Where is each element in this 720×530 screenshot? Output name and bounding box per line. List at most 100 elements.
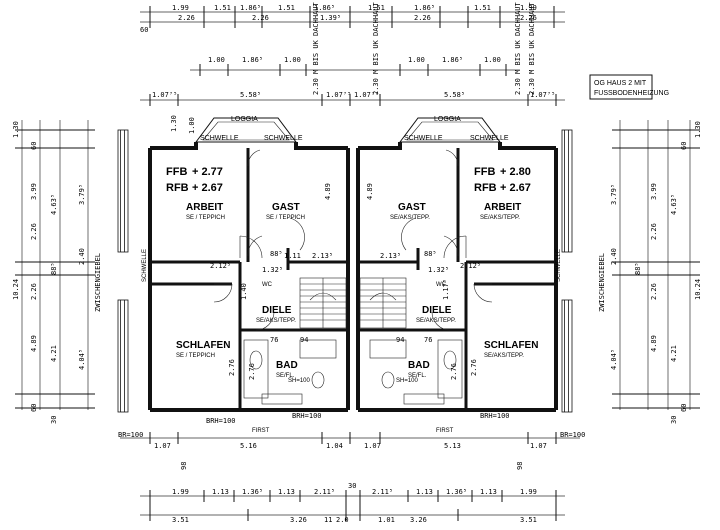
room-schlafen-left: SCHLAFEN — [176, 340, 230, 351]
room-bad-left-sub: SE/FL. — [276, 373, 295, 379]
loggia-right-label: LOGGIA — [434, 116, 461, 123]
top-dim-misc-60: 60 — [140, 26, 148, 34]
left-dim-4: 4.63⁵ — [50, 194, 58, 215]
right-dim-10: 2.26 — [650, 283, 658, 300]
bottom-r5-4: 2.0 — [336, 516, 349, 524]
room-arbeit-right: ARBEIT — [484, 202, 521, 213]
room-diele-right-sub: SE/AKS/TEPP. — [416, 318, 456, 324]
right-dim-1: 1.30 — [694, 121, 702, 138]
bottom-r4-6: 30 — [348, 482, 356, 490]
left-dim-9: 88⁵ — [50, 262, 58, 275]
ffb-right-value: + 2.80 — [500, 166, 531, 178]
top-dim-misc-130: 1.30 — [170, 115, 178, 132]
bottom-r4-2: 1.13 — [212, 488, 229, 496]
room-diele-left: DIELE — [262, 305, 292, 316]
bottom-br-5: BR=100 — [560, 431, 585, 439]
right-dim-3: 3.79⁵ — [610, 184, 618, 205]
int-dim-17: 94 — [300, 336, 308, 344]
top-dim-r2-2: 2.26 — [252, 14, 269, 22]
vertical-note-4: 2.30 M BIS UK DACHHAUT — [528, 1, 536, 95]
right-dim-2: 60 — [680, 142, 688, 150]
loggia-left: LOGGIA SCHWELLE SCHWELLE — [195, 116, 303, 143]
right-dim-12: 4.21 — [670, 345, 678, 362]
left-dimension-chains: 1.30 60 3.99 4.63⁵ 3.79⁵ 2.26 2.40 10.24… — [12, 120, 102, 424]
loggia-left-label: LOGGIA — [231, 116, 258, 123]
room-arbeit-right-sub: SE/AKS/TEPP. — [480, 215, 520, 221]
bottom-br-1: BR=100 — [118, 431, 143, 439]
bottom-r5-5: 1.01 — [378, 516, 395, 524]
schwelle-left-b: SCHWELLE — [264, 135, 303, 142]
bottom-r4-9: 1.36⁵ — [446, 488, 467, 496]
int-dim-14: 2.76 — [470, 359, 478, 376]
room-bad-right-sub: SE/FL. — [408, 373, 427, 379]
room-gast-left-sub: SE / TEPPICH — [266, 215, 305, 221]
right-dim-13: 4.04⁵ — [610, 349, 618, 370]
door-swings — [213, 149, 493, 331]
rfb-right-value: + 2.67 — [500, 182, 531, 194]
right-zwischengiebel: ZWISCHENGIEBEL — [598, 253, 606, 312]
right-dim-14: 60 — [680, 404, 688, 412]
room-wc-left: WC — [262, 282, 273, 288]
right-dim-4: 3.99 — [650, 183, 658, 200]
bottom-first-left: FIRST — [252, 428, 270, 434]
bottom-r2-1: 1.07 — [154, 442, 171, 450]
top-dim-r4-1: 1.07⁷⁵ — [152, 91, 177, 99]
int-dim-8: 2.13⁵ — [380, 252, 401, 260]
left-dim-14: 60 — [30, 404, 38, 412]
bottom-r5-2: 3.26 — [290, 516, 307, 524]
left-dim-2: 60 — [30, 142, 38, 150]
schwelle-side-right: SCHWELLE — [556, 249, 562, 282]
outer-walls — [148, 142, 558, 412]
bottom-r4-7: 2.11⁵ — [372, 488, 393, 496]
ffb-left-value: + 2.77 — [192, 166, 223, 178]
top-dim-3: 1.86⁵ — [240, 4, 261, 12]
top-dim-r4-5: 5.58⁵ — [444, 91, 465, 99]
int-dim-9: 88⁵ — [424, 250, 437, 258]
right-dimension-chains: 1.30 60 3.79⁵ 3.99 4.63⁵ 2.40 2.26 10.24… — [598, 120, 702, 424]
left-zwischengiebel: ZWISCHENGIEBEL — [94, 253, 102, 312]
bottom-r5-1: 3.51 — [172, 516, 189, 524]
bottom-sh-right: SH=100 — [396, 378, 419, 384]
note-line-1: OG HAUS 2 MIT — [594, 80, 647, 87]
note-line-2: FUSSBODENHEIZUNG — [594, 90, 669, 97]
vertical-note-3: 2.30 M BIS UK DACHHAUT — [514, 1, 522, 95]
top-dim-7: 1.86⁵ — [414, 4, 435, 12]
bottom-r5-7: 3.51 — [520, 516, 537, 524]
bottom-sh-left: SH=100 — [288, 378, 311, 384]
bottom-r5-6: 3.26 — [410, 516, 427, 524]
int-dim-16: 76 — [424, 336, 432, 344]
room-arbeit-left: ARBEIT — [186, 202, 223, 213]
int-dim-10: 4.89 — [324, 183, 332, 200]
top-dim-r3-2: 1.86⁵ — [242, 56, 263, 64]
room-schlafen-right: SCHLAFEN — [484, 340, 538, 351]
schwelle-right-b: SCHWELLE — [470, 135, 509, 142]
top-dim-misc-100: 1.00 — [188, 117, 196, 134]
loggia-right: LOGGIA SCHWELLE SCHWELLE — [399, 116, 509, 143]
int-dim-4: 1.11 — [284, 252, 301, 260]
bottom-r4-4: 1.13 — [278, 488, 295, 496]
int-dim-3: 88⁵ — [270, 250, 283, 258]
room-wc-right: WC — [436, 282, 447, 288]
bottom-r2-3: 1.04 — [326, 442, 343, 450]
vertical-note-2: 2.30 M BIS UK DACHHAUT — [372, 1, 380, 95]
left-dim-8: 10.24 — [12, 279, 20, 300]
int-dim-12: 1.40 — [240, 283, 248, 300]
left-dim-13: 4.04⁵ — [78, 349, 86, 370]
top-dim-r2-1: 2.26 — [178, 14, 195, 22]
left-dim-12: 4.21 — [50, 345, 58, 362]
bottom-r4-3: 1.36⁵ — [242, 488, 263, 496]
left-dim-1: 1.30 — [12, 121, 20, 138]
ffb-right-label: FFB — [474, 166, 495, 178]
int-dim-21: 2.76 — [450, 363, 458, 380]
bottom-r5-3: 11 — [324, 516, 332, 524]
right-dim-5: 4.63⁵ — [670, 194, 678, 215]
top-dim-r4-2: 5.58⁵ — [240, 91, 261, 99]
int-dim-20: 2.76 — [248, 363, 256, 380]
top-dim-5: 1.86⁵ — [314, 4, 335, 12]
left-dim-15: 30 — [50, 416, 58, 424]
top-dim-r2-4: 2.26 — [414, 14, 431, 22]
room-gast-right-sub: SE/AKS/TEPP. — [390, 215, 430, 221]
room-diele-right: DIELE — [422, 305, 452, 316]
top-dim-r4-6: 1.07⁷⁵ — [530, 91, 555, 99]
